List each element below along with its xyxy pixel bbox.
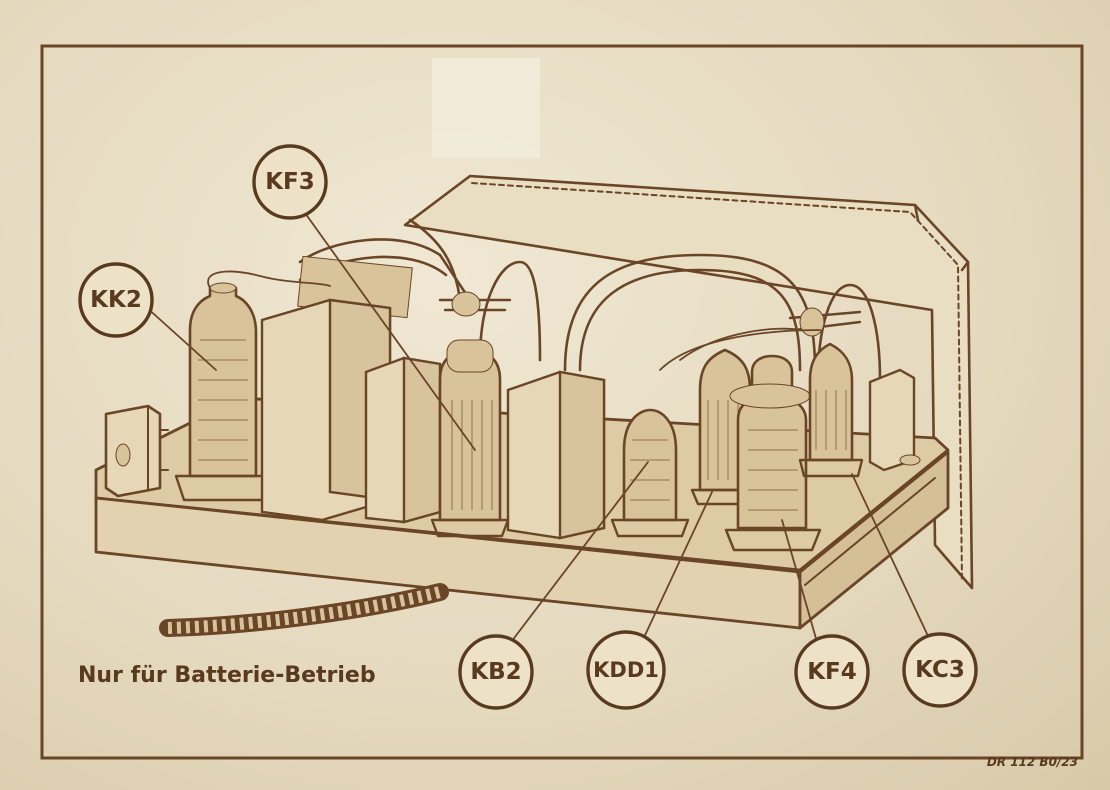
tube-kk2 <box>174 270 331 502</box>
leader-lines <box>144 205 929 651</box>
paper-patch <box>432 58 540 158</box>
card-frame <box>40 44 1084 760</box>
power-cable <box>159 583 449 637</box>
callout-kf3: KF3 <box>252 144 328 220</box>
antenna-socket <box>104 404 169 498</box>
callout-label-kk2: KK2 <box>90 287 142 313</box>
callout-kk2: KK2 <box>78 262 154 338</box>
capacitor-block-mid <box>506 370 606 540</box>
tube-kc3 <box>798 342 864 478</box>
output-transformer <box>868 368 921 472</box>
callout-label-kb2: KB2 <box>470 659 521 685</box>
callout-label-kf4: KF4 <box>807 659 857 685</box>
callout-kb2: KB2 <box>458 634 534 710</box>
callout-label-kdd1: KDD1 <box>593 658 659 682</box>
callout-kdd1: KDD1 <box>586 630 666 710</box>
callout-label-kc3: KC3 <box>915 657 965 683</box>
callout-label-kf3: KF3 <box>265 169 315 195</box>
callout-kf4: KF4 <box>794 634 870 710</box>
tube-kb2 <box>610 408 690 538</box>
tube-kf3 <box>430 339 510 538</box>
print-code: DR 112 B0/23 <box>987 755 1078 769</box>
callout-kc3: KC3 <box>902 632 978 708</box>
capacitor-block-left <box>364 356 442 524</box>
back-panel <box>403 174 974 590</box>
caption-text: Nur für Batterie-Betrieb <box>78 663 376 688</box>
